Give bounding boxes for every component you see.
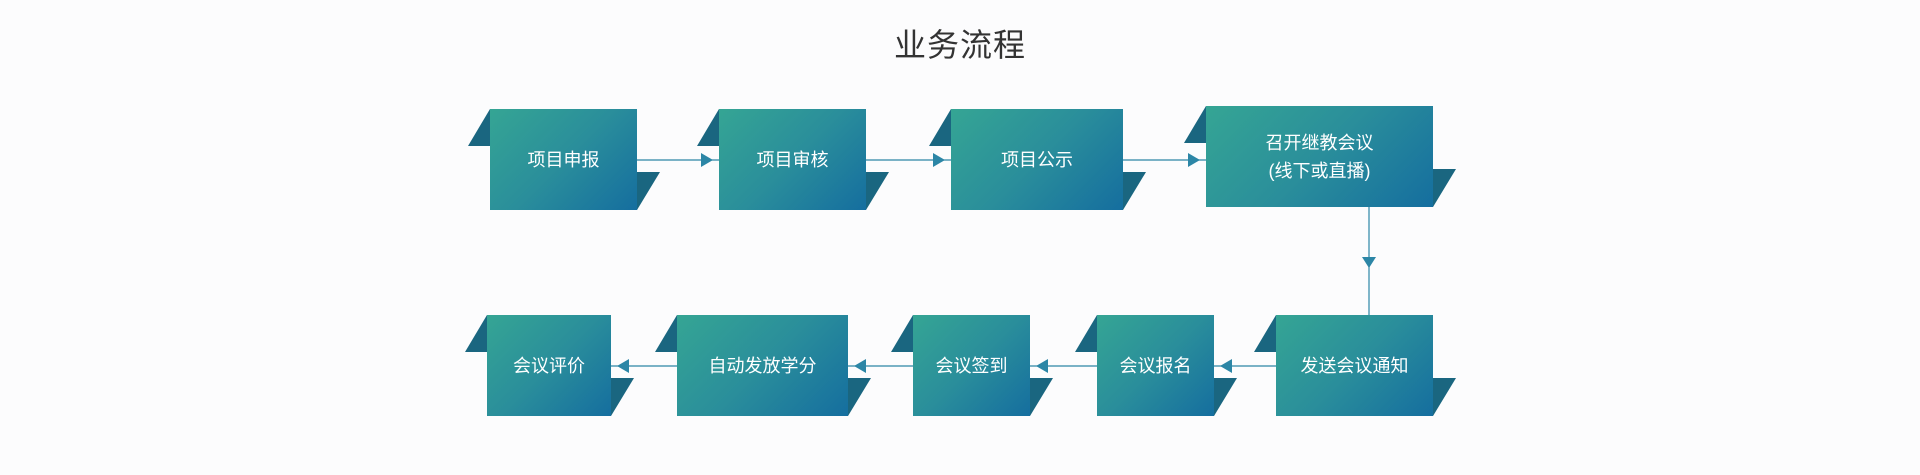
flap-bottom-right <box>1433 169 1456 207</box>
node-meeting-evaluation: 会议评价 <box>487 315 611 416</box>
node-label: 项目审核 <box>756 149 829 170</box>
node-label: 召开继教会议 <box>1265 132 1374 153</box>
node-send-notice: 发送会议通知 <box>1276 315 1433 416</box>
arrow-head-down <box>1362 257 1376 268</box>
node-sublabel: (线下或直播) <box>1268 160 1371 181</box>
flap-top-left <box>1184 106 1206 143</box>
arrow-head-left <box>854 359 866 373</box>
flap-bottom-right <box>637 172 660 210</box>
arrow-head-left <box>617 359 629 373</box>
node-auto-credit: 自动发放学分 <box>677 315 848 416</box>
node-hold-meeting: 召开继教会议 (线下或直播) <box>1206 106 1433 207</box>
diagram-title: 业务流程 <box>893 27 1026 63</box>
node-label: 自动发放学分 <box>708 355 817 376</box>
flap-bottom-right <box>848 378 871 416</box>
flap-bottom-right <box>1214 378 1237 416</box>
arrow-head-right <box>701 153 713 167</box>
flap-top-left <box>465 315 487 352</box>
node-project-publicity: 项目公示 <box>951 109 1123 210</box>
node-label: 发送会议通知 <box>1300 355 1409 376</box>
flap-top-left <box>1075 315 1097 352</box>
flap-top-left <box>929 109 951 146</box>
node-label: 项目公示 <box>1001 149 1073 170</box>
arrow-head-left <box>1220 359 1232 373</box>
flap-top-left <box>468 109 490 146</box>
node-label: 项目申报 <box>527 149 600 170</box>
node-label: 会议评价 <box>513 355 585 376</box>
flap-top-left <box>1254 315 1276 352</box>
node-meeting-registration: 会议报名 <box>1097 315 1214 416</box>
node-label: 会议签到 <box>935 355 1008 376</box>
flap-bottom-right <box>1123 172 1146 210</box>
node-project-review: 项目审核 <box>719 109 866 210</box>
arrow-head-left <box>1036 359 1048 373</box>
flap-top-left <box>655 315 677 352</box>
node-project-apply: 项目申报 <box>490 109 637 210</box>
arrow-head-right <box>933 153 945 167</box>
node-label: 会议报名 <box>1119 355 1192 376</box>
flap-top-left <box>891 315 913 352</box>
flap-bottom-right <box>866 172 889 210</box>
node-meeting-signin: 会议签到 <box>913 315 1030 416</box>
arrow-head-right <box>1188 153 1200 167</box>
flap-bottom-right <box>1030 378 1053 416</box>
flap-bottom-right <box>611 378 634 416</box>
flap-top-left <box>697 109 719 146</box>
flap-bottom-right <box>1433 378 1456 416</box>
